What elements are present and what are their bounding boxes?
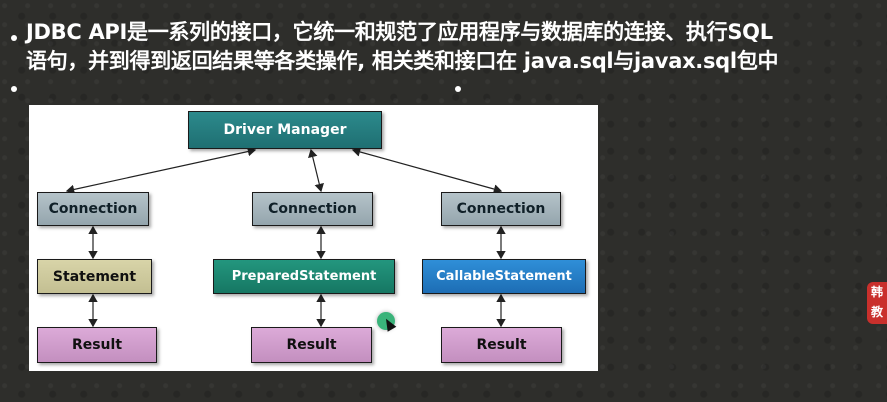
result-label: Result bbox=[476, 337, 527, 353]
result-box-3: Result bbox=[441, 327, 562, 363]
bullet-dot bbox=[11, 86, 17, 92]
slide-title-line-1: JDBC API是一系列的接口，它统一和规范了应用程序与数据库的连接、执行SQL bbox=[26, 20, 773, 44]
result-label: Result bbox=[286, 337, 337, 353]
connector-lines bbox=[65, 146, 506, 328]
connection-box-2: Connection bbox=[252, 192, 373, 226]
diagram-panel: Driver Manager Connection Connection Con… bbox=[29, 105, 598, 371]
slide-title: JDBC API是一系列的接口，它统一和规范了应用程序与数据库的连接、执行SQL… bbox=[26, 18, 876, 76]
prepared-statement-box: PreparedStatement bbox=[213, 259, 395, 294]
connection-label: Connection bbox=[48, 201, 138, 217]
connector-dm-conn2 bbox=[308, 148, 324, 193]
result-box-2: Result bbox=[251, 327, 372, 363]
cursor-highlight bbox=[377, 312, 395, 330]
callable-statement-label: CallableStatement bbox=[436, 269, 572, 284]
prepared-statement-label: PreparedStatement bbox=[231, 269, 377, 284]
connection-label: Connection bbox=[268, 201, 357, 217]
driver-manager-label: Driver Manager bbox=[223, 122, 347, 138]
side-badge-label: 韩 教 bbox=[870, 285, 883, 319]
result-box-1: Result bbox=[37, 327, 157, 363]
result-label: Result bbox=[71, 337, 123, 353]
connector-dm-conn1 bbox=[65, 146, 257, 195]
bullet-dot bbox=[11, 35, 17, 41]
side-badge[interactable]: 韩 教 bbox=[867, 282, 887, 324]
connection-label: Connection bbox=[456, 201, 546, 217]
connector-dm-conn3 bbox=[351, 147, 503, 194]
driver-manager-box: Driver Manager bbox=[188, 111, 382, 149]
callable-statement-box: CallableStatement bbox=[422, 259, 586, 294]
slide-title-line-2: 语句，并到得到返回结果等各类操作, 相关类和接口在 java.sql与javax… bbox=[26, 49, 779, 73]
statement-box: Statement bbox=[37, 259, 152, 294]
connection-box-1: Connection bbox=[37, 192, 149, 226]
bullet-dot bbox=[455, 86, 461, 92]
statement-label: Statement bbox=[52, 268, 137, 285]
connection-box-3: Connection bbox=[441, 192, 561, 226]
